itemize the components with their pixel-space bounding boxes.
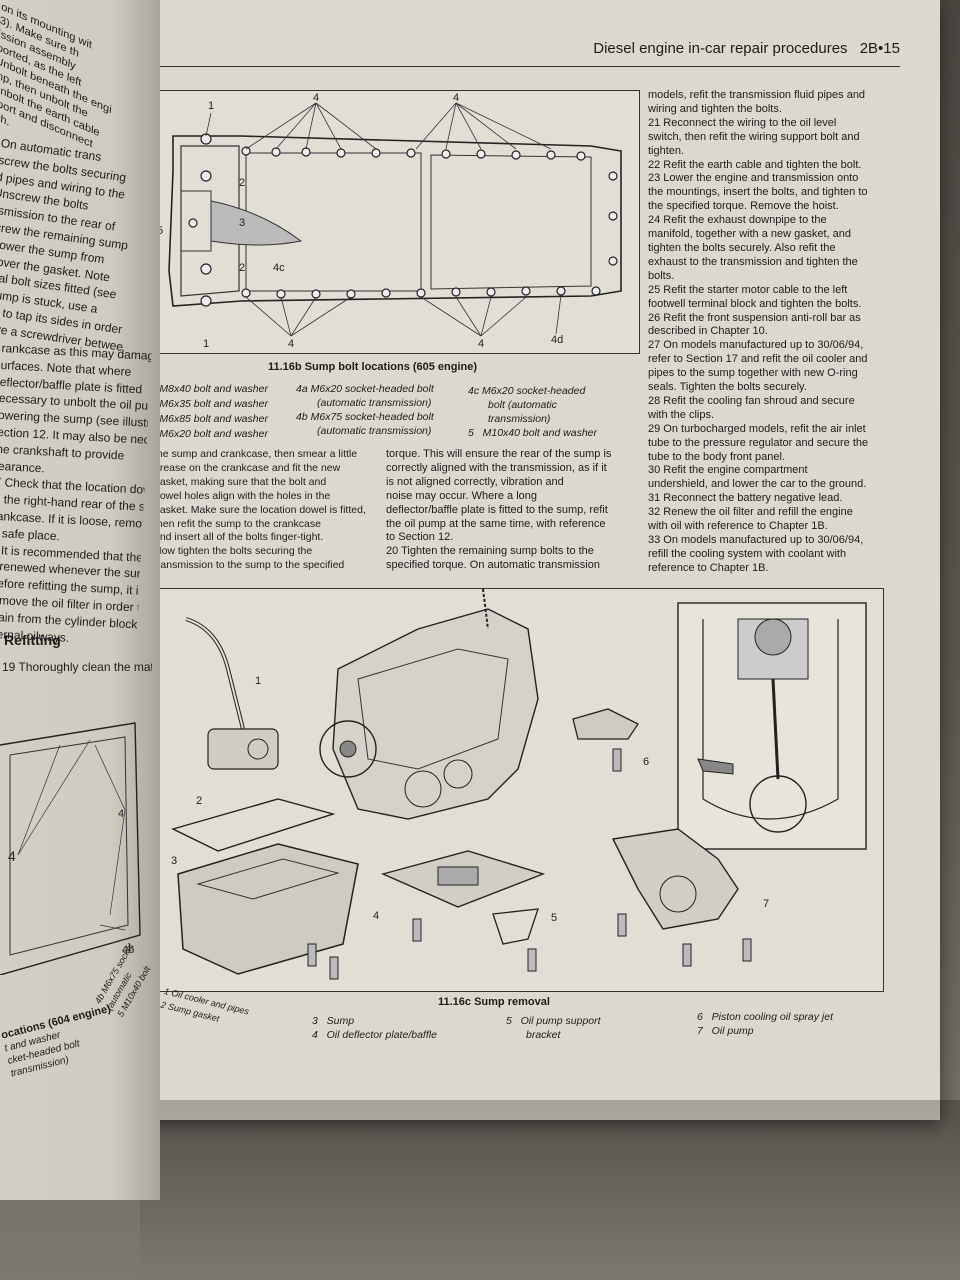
fig-c-label-1: 1	[255, 675, 261, 687]
left-fig-label-4b: 4	[118, 808, 124, 820]
legend-item: (automatic transmission)	[317, 425, 432, 437]
legend-item: transmission)	[488, 413, 551, 425]
left-page-legend: ocations (604 engine) t and washer cket-…	[0, 1002, 113, 1080]
figure-c-caption: 11.16c Sump removal	[438, 996, 550, 1008]
legend-item: 4b M6x75 socket-headed bolt	[296, 411, 434, 423]
legend-item: 5 Oil pump support	[506, 1015, 601, 1027]
fig-b-label-4-bottom-left: 4	[288, 338, 294, 350]
legend-item: 4 Oil deflector plate/baffle	[312, 1029, 437, 1041]
legend-item: bolt (automatic	[488, 399, 557, 411]
left-fig-label-4a: 4	[8, 848, 16, 864]
legend-item: 1 M8x40 bolt and washer	[152, 383, 268, 395]
figure-c-legend-col-3: 6 Piston cooling oil spray jet 7 Oil pum…	[697, 1010, 887, 1038]
header-page-number: 2B•15	[859, 40, 900, 57]
legend-item: 6 Piston cooling oil spray jet	[697, 1011, 834, 1023]
figure-11-16b: 1 4 4 2 3 5 2 4c 1 4 4 4d	[150, 90, 640, 354]
body-column-b: torque. This will ensure the rear of the…	[386, 448, 612, 572]
desk-shadow	[140, 1100, 960, 1280]
figure-c-legend-col-2: 5 Oil pump support bracket	[506, 1014, 666, 1042]
left-page-para-19: 19 Thoroughly clean the mating surfa	[2, 660, 152, 674]
fig-c-label-3: 3	[171, 855, 177, 867]
fig-b-label-3: 3	[239, 217, 245, 229]
fig-b-label-4-bottom-right: 4	[478, 338, 484, 350]
left-fig-label-4b-bottom: 4b	[122, 944, 134, 956]
figure-b-caption: 11.16b Sump bolt locations (605 engine)	[268, 361, 478, 373]
fig-c-label-7: 7	[763, 898, 769, 910]
figure-c-legend-col-1: 3 Sump 4 Oil deflector plate/baffle	[312, 1014, 492, 1042]
left-page-text-mid: On automatic trans screw the bolts secur…	[0, 135, 129, 355]
figure-b-legend-col-1: 1 M8x40 bolt and washer 2 M6x35 bolt and…	[152, 382, 302, 442]
fig-c-label-6: 6	[643, 756, 649, 768]
sump-removal-diagram: 1 2 3 4 5 6 7	[171, 588, 867, 980]
figure-11-16c: 1 2 3 4 5 6 7	[157, 588, 884, 992]
left-sump-diagram: 4 4 4b	[0, 722, 141, 975]
figure-b-legend-col-3: 4c M6x20 socket-headed bolt (automatic t…	[468, 384, 628, 440]
legend-item: 3 M6x85 bolt and washer	[152, 413, 268, 425]
header-title: Diesel engine in-car repair procedures	[593, 40, 848, 57]
oil-pump	[611, 828, 739, 930]
header-rule	[140, 66, 900, 67]
legend-item: 2 M6x35 bolt and washer	[152, 398, 268, 410]
legend-item: 4 M6x20 bolt and washer	[152, 428, 268, 440]
sump-gasket	[171, 798, 336, 852]
figure-b-legend-col-2: 4a M6x20 socket-headed bolt (automatic t…	[296, 382, 476, 438]
fig-c-label-2: 2	[196, 795, 202, 807]
sump-bolt-diagram: 1 4 4 2 3 5 2 4c 1 4 4 4d	[157, 92, 622, 350]
spray-jet	[572, 708, 639, 740]
legend-item: 7 Oil pump	[697, 1025, 754, 1037]
fig-b-label-4d: 4d	[551, 334, 563, 346]
fig-b-label-4c: 4c	[273, 262, 285, 274]
left-page-heading: Refitting	[4, 632, 61, 648]
bolt-row-top	[188, 133, 618, 307]
body-column-a: the sump and crankcase, then smear a lit…	[154, 448, 366, 572]
left-page: on its mounting wit 3). Make sure th iss…	[0, 0, 160, 1200]
fig-b-label-4-top-right: 4	[453, 92, 459, 104]
fig-b-label-2-lower: 2	[239, 262, 245, 274]
fan-icon	[319, 720, 377, 778]
fig-b-label-4-top-left: 4	[313, 92, 319, 104]
left-page-text-lower: rankcase as this may damage urfaces. Not…	[0, 340, 152, 645]
fig-c-label-4: 4	[373, 910, 379, 922]
page-header: Diesel engine in-car repair procedures 2…	[420, 40, 900, 57]
fig-b-label-2-upper: 2	[239, 177, 245, 189]
fig-c-label-5: 5	[551, 912, 557, 924]
fig-b-label-1-top: 1	[208, 100, 214, 112]
legend-item: 4a M6x20 socket-headed bolt	[296, 383, 434, 395]
engine-block	[332, 608, 539, 820]
body-column-c: models, refit the transmission fluid pip…	[648, 89, 869, 574]
loose-bolts	[307, 748, 752, 980]
fig-b-label-5: 5	[157, 225, 163, 237]
legend-item: 3 Sump	[312, 1015, 355, 1027]
legend-item: 4c M6x20 socket-headed	[468, 385, 586, 397]
fig-b-label-1-bottom: 1	[203, 338, 209, 350]
legend-item: 5 M10x40 bolt and washer	[468, 427, 598, 439]
leader-lines	[205, 102, 562, 337]
legend-item: (automatic transmission)	[317, 397, 432, 409]
pump-bracket	[492, 908, 539, 945]
legend-item: bracket	[526, 1029, 561, 1041]
